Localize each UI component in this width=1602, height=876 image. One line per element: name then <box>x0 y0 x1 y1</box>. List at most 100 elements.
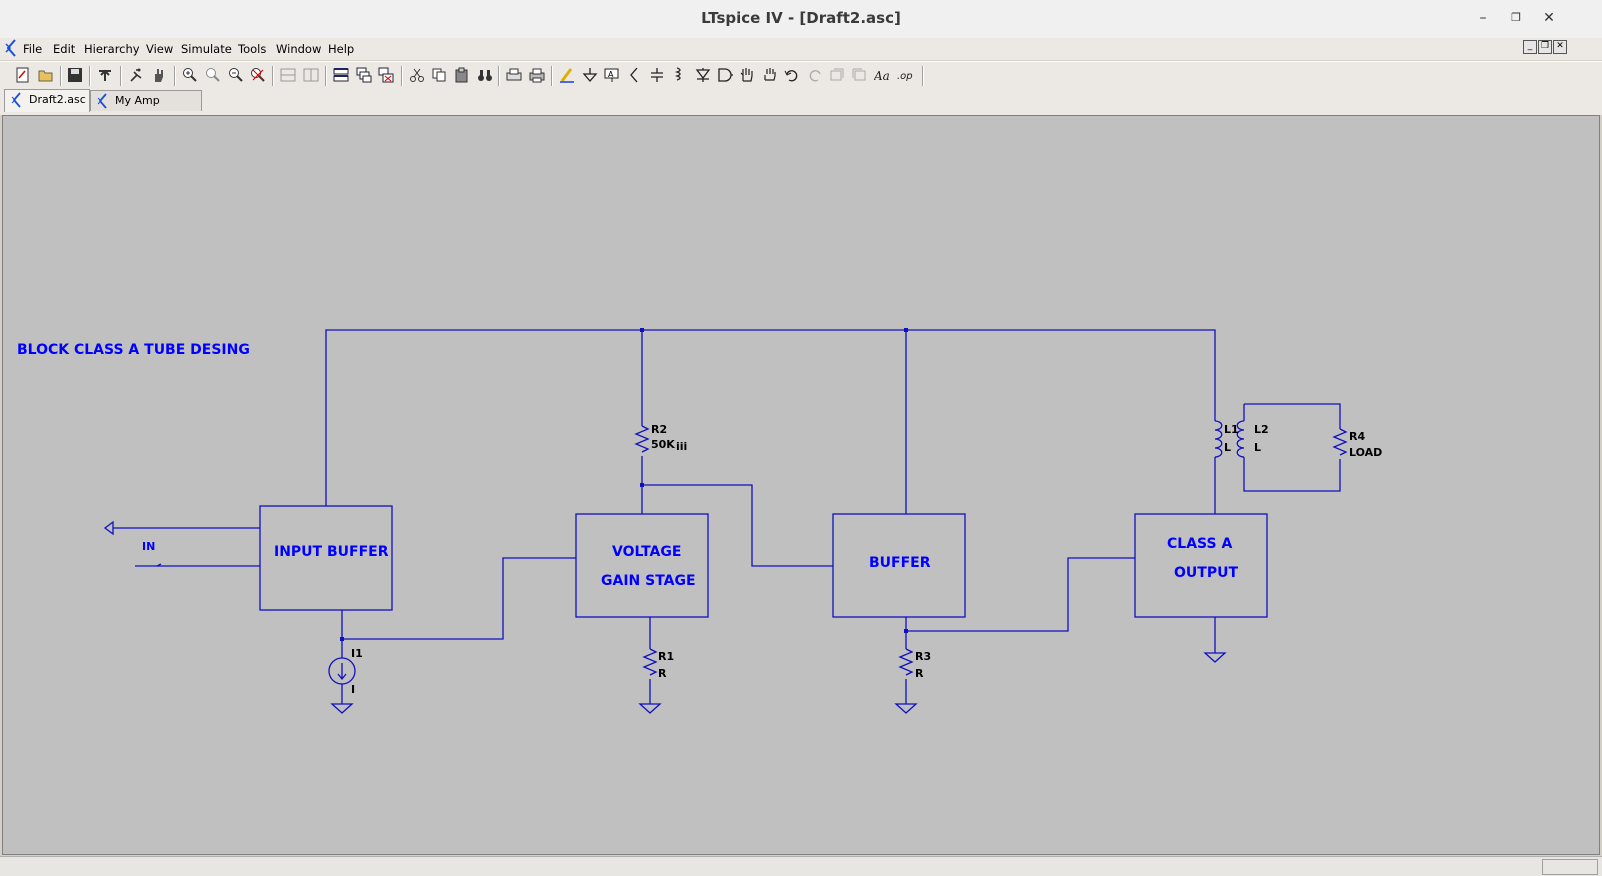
ground-symbol[interactable] <box>638 703 662 714</box>
class-a-label-1: CLASS A <box>1167 536 1232 552</box>
r1-name[interactable]: R1 <box>658 650 674 663</box>
ground-symbol[interactable] <box>330 703 354 714</box>
rotate-icon[interactable] <box>828 66 846 84</box>
component-icon[interactable] <box>716 66 734 84</box>
zoom-out-icon[interactable] <box>227 66 245 84</box>
class-a-label-2: OUTPUT <box>1174 565 1238 581</box>
tab-label: Draft2.asc <box>29 93 86 106</box>
menu-edit[interactable]: Edit <box>53 42 76 56</box>
l1-value[interactable]: L <box>1224 441 1231 454</box>
class-a-output-block[interactable] <box>1134 513 1268 618</box>
run-icon[interactable] <box>127 66 145 84</box>
resistor-icon[interactable] <box>626 66 644 84</box>
r3-value[interactable]: R <box>915 667 924 680</box>
inductor-l1[interactable] <box>1214 420 1223 458</box>
halt-icon[interactable] <box>150 66 168 84</box>
in-wires[interactable] <box>113 527 260 567</box>
close-windows-icon[interactable] <box>377 66 395 84</box>
inductor-l2[interactable] <box>1236 420 1245 458</box>
r2-value[interactable]: 50K <box>651 438 675 451</box>
draw-wire-icon[interactable] <box>558 66 576 84</box>
print-icon[interactable] <box>528 66 546 84</box>
undo-icon[interactable] <box>783 66 801 84</box>
control-panel-icon[interactable] <box>96 66 114 84</box>
i1-value[interactable]: I <box>351 683 355 696</box>
resistor-r2[interactable] <box>634 425 650 453</box>
load-loop-wire[interactable] <box>1243 403 1341 492</box>
current-source-i1[interactable] <box>328 657 356 685</box>
find-icon[interactable] <box>476 66 494 84</box>
window-title: LTspice IV - [Draft2.asc] <box>701 9 901 27</box>
voltage-gain-block[interactable] <box>575 513 709 618</box>
schematic-comment[interactable]: BLOCK CLASS A TUBE DESING <box>17 342 250 358</box>
menu-hierarchy[interactable]: Hierarchy <box>84 42 140 56</box>
resistor-r3[interactable] <box>898 648 914 676</box>
close-button[interactable]: ✕ <box>1543 10 1555 26</box>
zoom-fit-icon[interactable] <box>249 66 267 84</box>
menu-window[interactable]: Window <box>276 42 322 56</box>
cut-icon[interactable] <box>408 66 426 84</box>
r4-name[interactable]: R4 <box>1349 430 1365 443</box>
inductor-icon[interactable] <box>670 66 688 84</box>
pan-icon[interactable] <box>204 66 222 84</box>
r3-name[interactable]: R3 <box>915 650 931 663</box>
l2-value[interactable]: L <box>1254 441 1261 454</box>
paste-icon[interactable] <box>453 66 471 84</box>
tile-vertical-icon[interactable] <box>302 66 320 84</box>
spice-directive-icon[interactable]: .op <box>896 66 914 84</box>
minimize-button[interactable]: – <box>1479 10 1487 26</box>
gain-to-buffer-wire[interactable] <box>642 484 833 567</box>
capacitor-icon[interactable] <box>648 66 666 84</box>
menu-tools[interactable]: Tools <box>238 42 267 56</box>
ltspice-app-icon[interactable] <box>3 39 17 57</box>
zoom-in-icon[interactable] <box>181 66 199 84</box>
resistor-r4[interactable] <box>1332 428 1348 456</box>
diode-icon[interactable] <box>694 66 712 84</box>
mdi-minimize-button[interactable]: _ <box>1523 40 1537 54</box>
status-segment <box>1542 859 1598 875</box>
maximize-button[interactable]: ❐ <box>1511 11 1521 24</box>
new-schematic-icon[interactable] <box>14 66 32 84</box>
title-bar: LTspice IV - [Draft2.asc] – ❐ ✕ <box>0 0 1602 39</box>
l2-name[interactable]: L2 <box>1254 423 1269 436</box>
buffer-to-output-wire[interactable] <box>905 557 1135 649</box>
ground-symbol[interactable] <box>1203 652 1227 663</box>
ground-symbol[interactable] <box>894 703 918 714</box>
ib-to-gain-wire[interactable] <box>341 557 576 640</box>
drag-hand-icon[interactable] <box>761 66 779 84</box>
in-port-label[interactable]: IN <box>142 540 155 553</box>
mdi-restore-button[interactable]: ❐ <box>1538 40 1552 54</box>
ground-icon[interactable] <box>581 66 599 84</box>
cascade-windows-icon[interactable] <box>355 66 373 84</box>
tab-draft2[interactable]: Draft2.asc <box>4 89 90 112</box>
redo-icon[interactable] <box>806 66 824 84</box>
open-folder-icon[interactable] <box>37 66 55 84</box>
move-hand-icon[interactable] <box>738 66 756 84</box>
svg-text:Aa: Aa <box>874 69 890 83</box>
buffer-label: BUFFER <box>869 555 931 571</box>
text-icon[interactable]: Aa <box>873 66 891 84</box>
save-icon[interactable] <box>66 66 84 84</box>
l1-name[interactable]: L1 <box>1224 423 1239 436</box>
in-port-arrow[interactable] <box>103 520 114 536</box>
menu-view[interactable]: View <box>146 42 174 56</box>
menu-file[interactable]: File <box>23 42 43 56</box>
r4-value[interactable]: LOAD <box>1349 446 1382 459</box>
schematic-canvas[interactable]: BLOCK CLASS A TUBE DESING INPUT BUFFER V… <box>2 115 1600 855</box>
window-stack-icon[interactable] <box>332 66 350 84</box>
supply-rail-wire[interactable] <box>325 329 1216 506</box>
mirror-icon[interactable] <box>851 66 869 84</box>
resistor-r1[interactable] <box>642 648 658 676</box>
tab-my-amp[interactable]: My Amp sch.asc <box>90 90 202 127</box>
tile-horizontal-icon[interactable] <box>279 66 297 84</box>
menu-simulate[interactable]: Simulate <box>181 42 232 56</box>
r2-name[interactable]: R2 <box>651 423 667 436</box>
print-preview-icon[interactable] <box>505 66 523 84</box>
copy-icon[interactable] <box>430 66 448 84</box>
r1-value[interactable]: R <box>658 667 667 680</box>
input-buffer-block[interactable] <box>259 505 393 611</box>
label-net-icon[interactable]: A <box>603 66 621 84</box>
mdi-close-button[interactable]: ✕ <box>1553 40 1567 54</box>
i1-name[interactable]: I1 <box>351 647 363 660</box>
menu-help[interactable]: Help <box>328 42 355 56</box>
